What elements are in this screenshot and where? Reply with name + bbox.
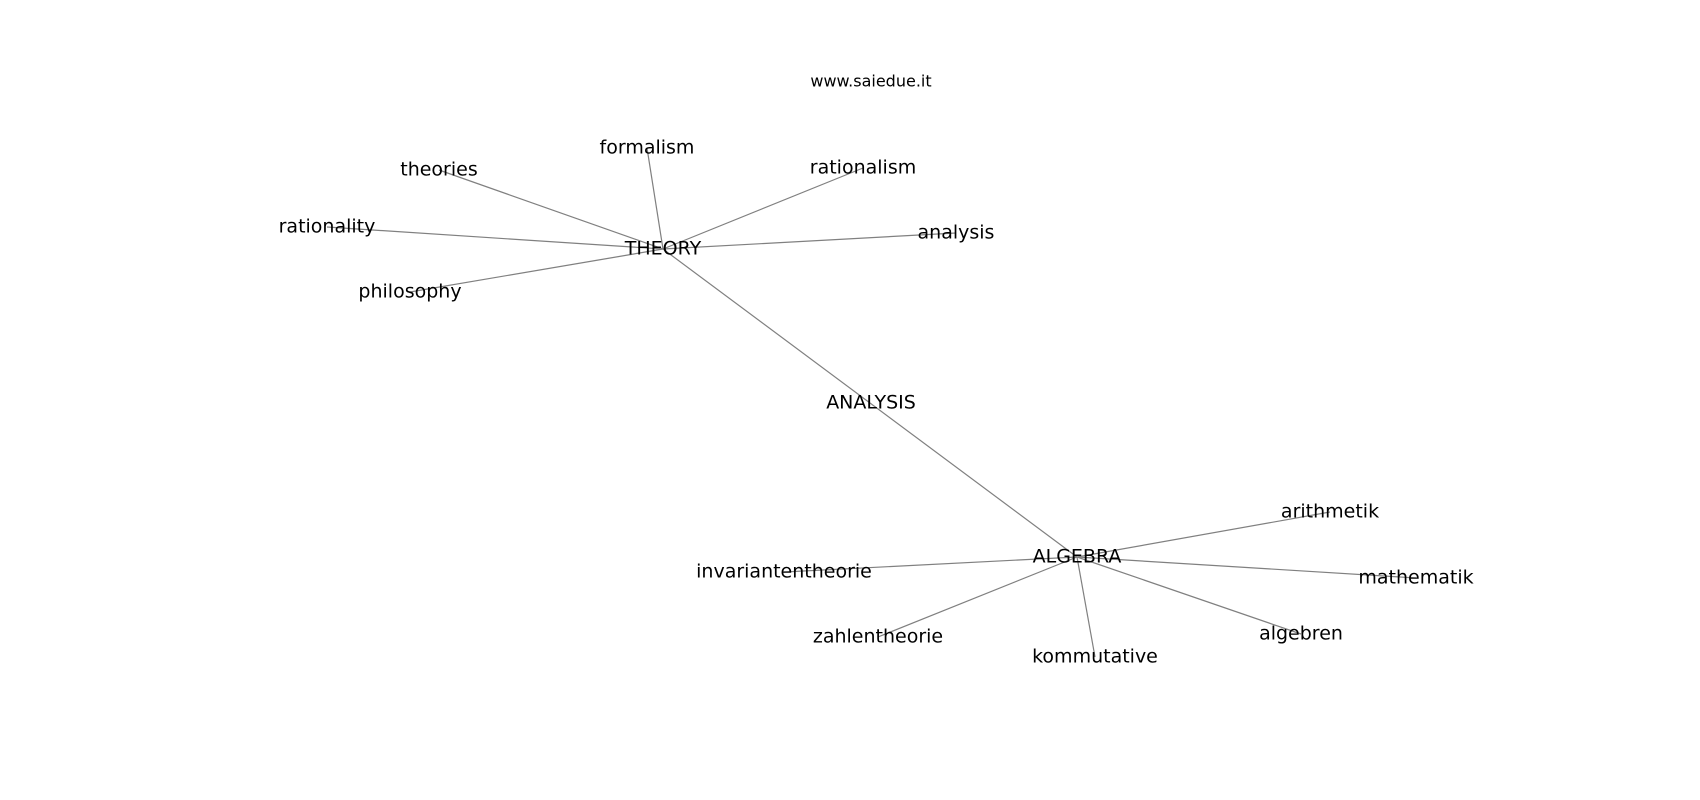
node-theories: theories: [400, 159, 477, 181]
edge-theory-analysis: [662, 232, 957, 250]
node-algebren: algebren: [1259, 623, 1343, 645]
node-theory: THEORY: [624, 238, 702, 260]
edges-group: [326, 147, 1417, 658]
node-mathematik: mathematik: [1358, 567, 1473, 589]
node-algebra: ALGEBRA: [1033, 546, 1122, 568]
edge-algebra-invariantentheorie: [783, 556, 1078, 573]
edge-theory-formalism: [646, 147, 664, 250]
node-zahlentheorie: zahlentheorie: [813, 626, 943, 648]
node-philosophy: philosophy: [358, 281, 461, 303]
edge-algebra-kommutative: [1076, 556, 1096, 658]
node-formalism: formalism: [600, 137, 695, 159]
node-analysis-hub: ANALYSIS: [826, 392, 916, 414]
node-arithmetik: arithmetik: [1281, 501, 1379, 523]
edge-algebra-mathematik: [1076, 556, 1417, 579]
site-url: www.saiedue.it: [810, 72, 931, 91]
edge-algebra-arithmetik: [1076, 511, 1331, 558]
node-rationality: rationality: [279, 216, 376, 238]
edge-theory-theories: [438, 169, 664, 250]
edge-theory-rationality: [326, 226, 664, 250]
edge-algebra-zahlentheorie: [877, 556, 1078, 638]
edge-theory-algebra: [662, 248, 1078, 558]
node-analysis: analysis: [918, 222, 995, 244]
edge-theory-rationalism: [662, 167, 864, 250]
edge-algebra-algebren: [1076, 556, 1302, 635]
node-kommutative: kommutative: [1032, 646, 1158, 668]
node-rationalism: rationalism: [810, 157, 916, 179]
edge-theory-philosophy: [409, 248, 664, 293]
node-invariantentheorie: invariantentheorie: [696, 561, 872, 583]
node-labels: THEORY ANALYSIS ALGEBRA formalism theori…: [279, 137, 1474, 668]
